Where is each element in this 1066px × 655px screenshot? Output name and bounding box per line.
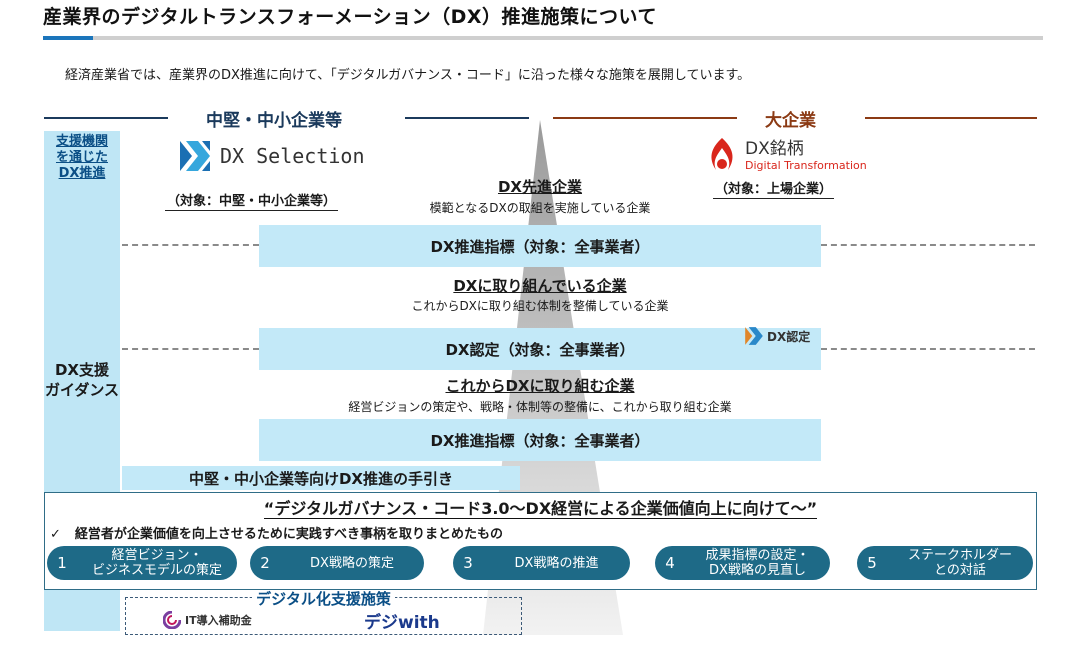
tier-starting-desc: 経営ビジョンの策定や、戦略・体制等の整備に、これから取り組む企業 xyxy=(348,400,732,414)
divider-dashed xyxy=(821,244,1035,246)
tier-engaged-title: DXに取り組んでいる企業 xyxy=(453,277,627,295)
dx-selection-target: （対象：中堅・中小企業等） xyxy=(165,190,339,211)
sidebar-support-line: DX推進 xyxy=(58,166,106,181)
step-number: 2 xyxy=(260,554,270,572)
sidebar-support-line: を通じた xyxy=(55,150,108,165)
it-subsidy-mark-icon xyxy=(163,611,181,629)
page-title: 産業界のデジタルトランスフォーメーション（DX）推進施策について xyxy=(43,6,657,28)
band-dx-index-bottom: DX推進指標（対象：全事業者） xyxy=(259,419,821,461)
title-underline xyxy=(43,36,1043,40)
step-label: ステークホルダーとの対話 xyxy=(887,548,1033,578)
step-label-line: ビジネスモデルの策定 xyxy=(91,563,222,578)
step-label: 成果指標の設定・DX戦略の見直し xyxy=(685,548,830,578)
dx-nintei-logo-text: DX認定 xyxy=(767,329,811,344)
it-subsidy-logo: IT導入補助金 xyxy=(163,611,252,629)
step-label-line: との対話 xyxy=(934,563,986,578)
step-label-line: 成果指標の設定・ xyxy=(705,548,810,563)
dx-nintei-logo: DX認定 xyxy=(744,326,810,346)
step-label: DX戦略の策定 xyxy=(280,556,424,571)
dx-selection-mark-icon xyxy=(180,141,210,171)
right-header-rule-right xyxy=(865,117,1037,119)
step-label-line: ステークホルダー xyxy=(907,548,1012,563)
left-header-rule-left xyxy=(44,117,168,119)
dx-meigara-logo-sub: Digital Transformation xyxy=(745,158,867,172)
divider-dashed xyxy=(821,348,1035,350)
it-subsidy-logo-text: IT導入補助金 xyxy=(185,614,252,627)
tier-advanced-title: DX先進企業 xyxy=(497,178,583,196)
sidebar-support-line: 支援機関 xyxy=(55,134,108,149)
sidebar-support-link[interactable]: 支援機関 を通じた DX推進 xyxy=(44,134,120,182)
step-label: 経営ビジョン・ビジネスモデルの策定 xyxy=(77,548,237,578)
step-number: 3 xyxy=(463,554,473,572)
governance-code-title: “デジタルガバナンス・コード3.0～DX経営による企業価値向上に向けて～” xyxy=(44,495,1037,519)
dx-meigara-target: （対象：上場企業） xyxy=(713,178,835,199)
dx-meigara-logo-text: DX銘柄 xyxy=(745,138,804,159)
governance-code-summary-text: 経営者が企業価値を向上させるために実践すべき事柄を取りまとめたもの xyxy=(74,527,503,542)
digital-support-title-text: デジタル化支援施策 xyxy=(252,590,395,608)
sidebar-guidance-line: ガイダンス xyxy=(44,381,120,399)
band-dx-index-top: DX推進指標（対象：全事業者） xyxy=(259,225,821,267)
step-number: 1 xyxy=(57,554,67,572)
step-label: DX戦略の推進 xyxy=(483,556,630,571)
dejiwith-logo: デジwith xyxy=(364,613,440,633)
intro-text: 経済産業省では、産業界のDX推進に向けて、「デジタルガバナンス・コード」に沿った… xyxy=(65,68,751,83)
governance-step-3: 3 DX戦略の推進 xyxy=(453,546,630,580)
governance-step-1: 1 経営ビジョン・ビジネスモデルの策定 xyxy=(47,546,237,580)
band-dx-certification: DX認定（対象：全事業者） xyxy=(259,328,821,370)
governance-code-summary: ✓ 経営者が企業価値を向上させるために実践すべき事柄を取りまとめたもの xyxy=(50,523,503,542)
sidebar-guidance-line: DX支援 xyxy=(54,361,110,379)
right-header: 大企業 xyxy=(765,111,816,131)
divider-dashed xyxy=(122,348,259,350)
dx-meigara-logo: DX銘柄 Digital Transformation xyxy=(705,136,867,174)
sidebar-guidance-label: DX支援 ガイダンス xyxy=(44,360,120,400)
divider-dashed xyxy=(122,244,259,246)
dx-nintei-mark-icon xyxy=(745,327,763,345)
governance-step-4: 4 成果指標の設定・DX戦略の見直し xyxy=(655,546,830,580)
tier-engaged-desc: これからDXに取り組む体制を整備している企業 xyxy=(411,299,669,313)
digital-support-title: デジタル化支援施策 xyxy=(125,588,522,609)
dx-meigara-flame-icon xyxy=(711,138,733,170)
title-underline-accent xyxy=(43,36,93,40)
step-label-line: 経営ビジョン・ xyxy=(111,548,203,563)
left-header-rule-right xyxy=(405,117,529,119)
step-label-line: DX戦略の策定 xyxy=(310,555,394,571)
governance-step-2: 2 DX戦略の策定 xyxy=(250,546,424,580)
check-icon: ✓ xyxy=(50,527,61,542)
sme-dx-guide-band: 中堅・中小企業等向けDX推進の手引き xyxy=(122,466,520,490)
step-label-line: DX戦略の見直し xyxy=(709,563,806,578)
right-header-rule-left xyxy=(553,117,737,119)
governance-step-5: 5 ステークホルダーとの対話 xyxy=(857,546,1033,580)
dx-selection-logo-text: DX Selection xyxy=(220,144,365,168)
step-number: 4 xyxy=(665,554,675,572)
dx-selection-logo: DX Selection xyxy=(178,139,365,173)
left-header: 中堅・中小企業等 xyxy=(206,111,342,131)
step-number: 5 xyxy=(867,554,877,572)
governance-code-title-text: “デジタルガバナンス・コード3.0～DX経営による企業価値向上に向けて～” xyxy=(263,499,818,519)
step-label-line: DX戦略の推進 xyxy=(514,555,599,571)
tier-starting-title: これからDXに取り組む企業 xyxy=(445,377,635,395)
tier-advanced-desc: 模範となるDXの取組を実施している企業 xyxy=(429,201,651,215)
